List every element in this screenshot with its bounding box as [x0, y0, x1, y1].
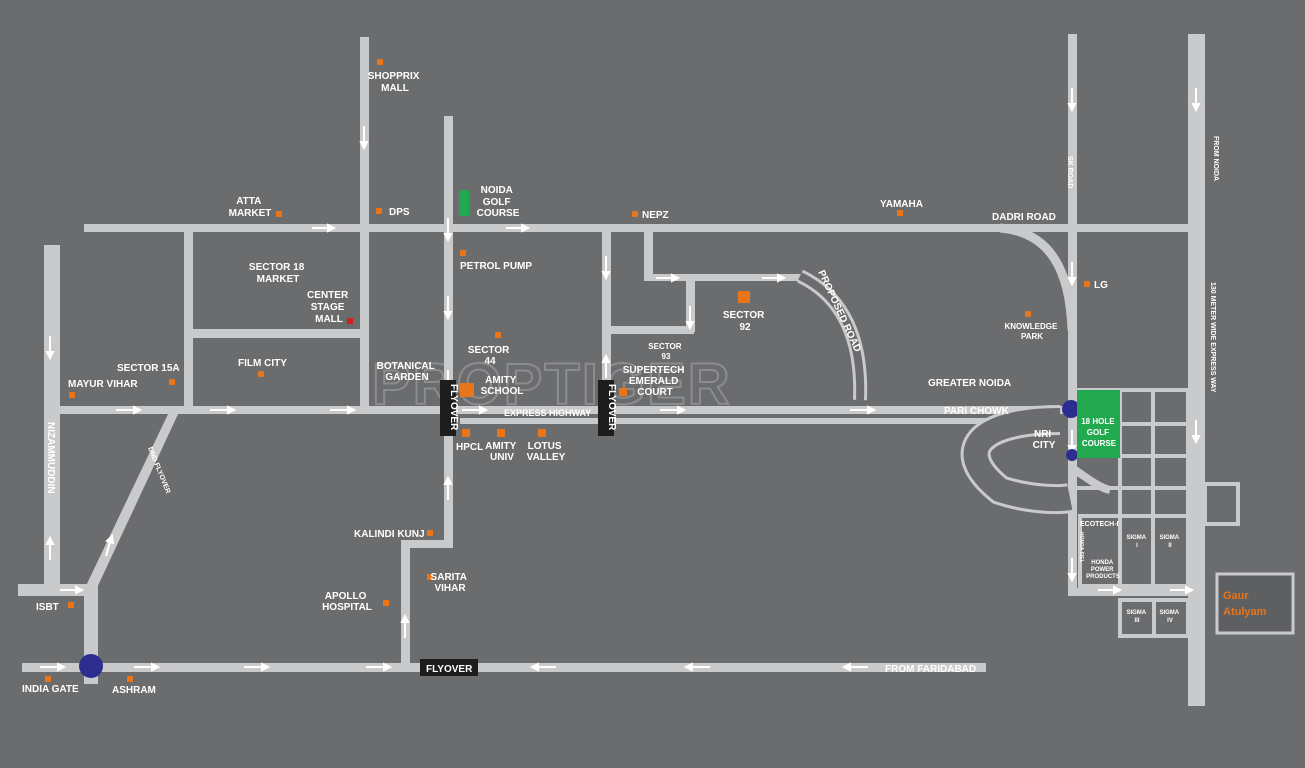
road-sigma-bottom — [1068, 588, 1190, 596]
label-amity-school: AMITY SCHOOL — [481, 375, 524, 397]
road-express-highway — [44, 406, 1074, 414]
label-petrol-pump: PETROL PUMP — [460, 261, 532, 272]
label-sector-93: SECTOR 93 — [648, 342, 683, 361]
label-proposed-road: PROPOSED ROAD — [815, 269, 863, 354]
label-from-faridabad: FROM FARIDABAD — [885, 664, 976, 675]
label-expressway: 130 METER WIDE EXPRESS WAY — [1209, 282, 1216, 393]
label-honda-siel: HONDA SIEL — [1078, 532, 1084, 563]
label-shopprix-mall: SHOPPRIX MALL — [368, 71, 422, 94]
noida-golf-course-marker — [459, 190, 469, 216]
label-apollo-hospital: APOLLO HOSPITAL — [322, 591, 372, 613]
road-from-noida — [1188, 34, 1205, 706]
label-ashram: ASHRAM — [112, 685, 156, 696]
label-from-noida: FROM NOIDA — [1212, 136, 1219, 181]
label-sigma-4: SIGMA IV — [1159, 610, 1180, 624]
road-sector-92-h — [644, 274, 804, 281]
label-greater-noida: GREATER NOIDA — [928, 378, 1011, 389]
svg-text:FLYOVER: FLYOVER — [606, 384, 617, 431]
label-sector-18-market: SECTOR 18 MARKET — [249, 262, 307, 285]
label-kalindi-kunj: KALINDI KUNJ — [354, 529, 425, 540]
svg-text:FLYOVER: FLYOVER — [426, 664, 473, 675]
label-ecotech: ECOTECH-I — [1080, 521, 1119, 528]
label-dadri-road: DADRI ROAD — [992, 212, 1056, 223]
label-sigma-3: SIGMA III — [1126, 610, 1147, 624]
label-isbt: ISBT — [36, 602, 59, 613]
label-honda-power-products: HONDA POWER PRODUCTS — [1086, 560, 1120, 580]
label-noida-golf-course: NOIDA GOLF COURSE — [477, 185, 520, 219]
road-nizammuddin — [44, 245, 60, 595]
road-dadri-curve — [999, 223, 1077, 331]
label-sigma-2: SIGMA II — [1159, 535, 1180, 549]
label-center-stage-mall: CENTER STAGE MALL — [307, 290, 351, 325]
label-india-gate: INDIA GATE — [22, 684, 79, 695]
sigma-grid — [1076, 388, 1240, 638]
label-botanical-garden: BOTANICAL GARDEN — [377, 361, 438, 383]
road-shopprix — [360, 37, 369, 412]
junction-pari-chowk — [1062, 400, 1080, 418]
svg-text:FLYOVER: FLYOVER — [448, 384, 459, 431]
label-sarita-vihar: SARITA VIHAR — [431, 572, 470, 594]
label-sector-44: SECTOR 44 — [468, 345, 512, 367]
road-film-city-h — [190, 329, 362, 338]
label-dps: DPS — [389, 207, 410, 218]
label-mayur-vihar: MAYUR VIHAR — [68, 379, 138, 390]
label-sigma-1: SIGMA I — [1126, 535, 1147, 549]
road-kalindi — [401, 540, 453, 548]
road-dnd-flyover — [84, 410, 180, 590]
label-sector-92: SECTOR 92 — [723, 310, 767, 333]
road-apollo — [401, 540, 410, 668]
label-film-city: FILM CITY — [238, 358, 287, 369]
label-atta-market: ATTA MARKET — [229, 196, 272, 219]
label-18-hole-golf-course: 18 HOLE GOLF COURSE — [1081, 417, 1117, 448]
label-express-highway: EXPRESS HIGHWAY — [504, 408, 591, 418]
road-sector-93-h — [610, 326, 694, 334]
project-gaur-atulyam[interactable]: Gaur Atulyam — [1215, 572, 1295, 635]
poi-markers — [45, 59, 1090, 682]
label-lotus-valley: LOTUS VALLEY — [527, 441, 566, 463]
label-pari-chowk: PARI CHOWK — [944, 406, 1010, 417]
junction-nri-city — [1066, 449, 1078, 461]
road-top-main — [84, 224, 1190, 232]
golf-course-18-hole — [1077, 390, 1120, 458]
label-lg: LG — [1094, 280, 1108, 291]
road-sector-15a — [184, 232, 193, 408]
label-hpcl: HPCL — [456, 442, 483, 453]
flyover-box-2: FLYOVER — [598, 380, 617, 436]
road-express-highway-lower — [460, 418, 1060, 424]
junction-india-gate — [79, 654, 103, 678]
road-sector-92 — [644, 232, 653, 280]
label-yamaha: YAMAHA — [880, 199, 923, 210]
label-sk-road: SK ROAD — [1066, 156, 1073, 188]
label-sector-15a: SECTOR 15A — [117, 363, 180, 374]
label-amity-univ: AMITY UNIV — [485, 441, 519, 463]
road-sector-93 — [602, 232, 611, 412]
flyover-box-3: FLYOVER — [420, 659, 478, 676]
flyover-box-1: FLYOVER — [440, 380, 459, 436]
label-knowledge-park: KNOWLEDGE PARK — [1004, 322, 1059, 341]
label-nizammuddin: NIZAMMUDDIN — [45, 422, 56, 494]
road-from-faridabad — [22, 663, 986, 672]
center-stage-mall-marker — [347, 318, 353, 324]
label-nepz: NEPZ — [642, 210, 669, 221]
label-supertech-emerald-court: SUPERTECH EMERALD COURT — [623, 365, 687, 398]
label-nri-city: NRI CITY — [1033, 429, 1056, 451]
project-name: Gaur Atulyam — [1223, 590, 1267, 618]
road-noida-golf — [444, 116, 453, 546]
